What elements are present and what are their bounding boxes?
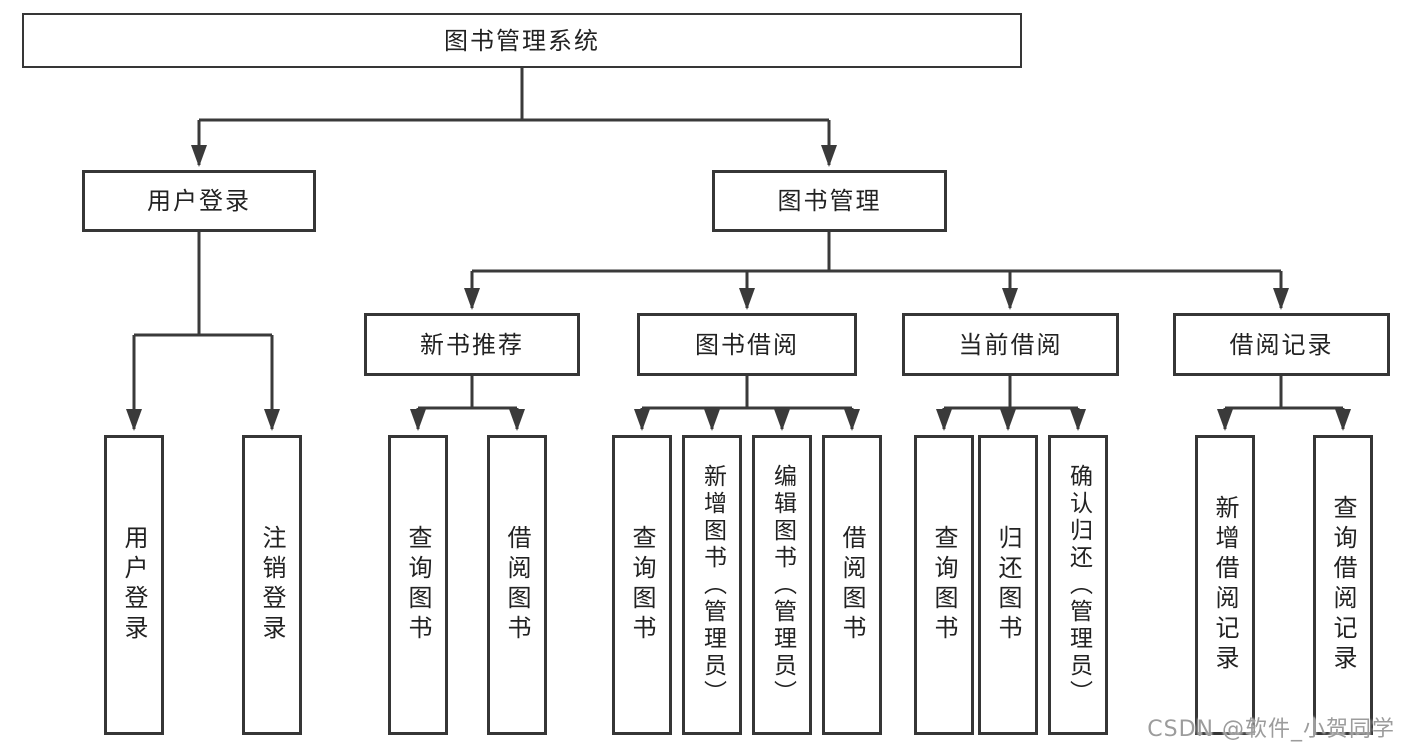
node-library-system: 图书管理系统: [22, 13, 1022, 68]
node-new-book-recommend: 新书推荐: [364, 313, 580, 376]
node-leaf-user-login: 用户登录: [104, 435, 164, 735]
node-borrowing-edit-books-admin: 编辑图书（管理员）: [752, 435, 812, 735]
node-leaf-logout: 注销登录: [242, 435, 302, 735]
csdn-watermark: CSDN @软件_小贺同学: [1147, 717, 1395, 742]
node-borrowing-add-books-admin: 新增图书（管理员）: [682, 435, 742, 735]
node-current-confirm-return-admin: 确认归还（管理员）: [1048, 435, 1108, 735]
node-borrowing-query-books: 查询图书: [612, 435, 672, 735]
node-user-login: 用户登录: [82, 170, 316, 232]
node-borrow-records: 借阅记录: [1173, 313, 1390, 376]
node-current-return-books: 归还图书: [978, 435, 1038, 735]
node-records-query-record: 查询借阅记录: [1313, 435, 1373, 735]
node-newbooks-query-books: 查询图书: [388, 435, 448, 735]
node-newbooks-borrow-books: 借阅图书: [487, 435, 547, 735]
node-borrowing-borrow-books: 借阅图书: [822, 435, 882, 735]
node-current-query-books: 查询图书: [914, 435, 974, 735]
node-book-borrowing: 图书借阅: [637, 313, 857, 376]
node-records-add-record: 新增借阅记录: [1195, 435, 1255, 735]
node-current-borrowing: 当前借阅: [902, 313, 1119, 376]
node-book-management: 图书管理: [712, 170, 947, 232]
